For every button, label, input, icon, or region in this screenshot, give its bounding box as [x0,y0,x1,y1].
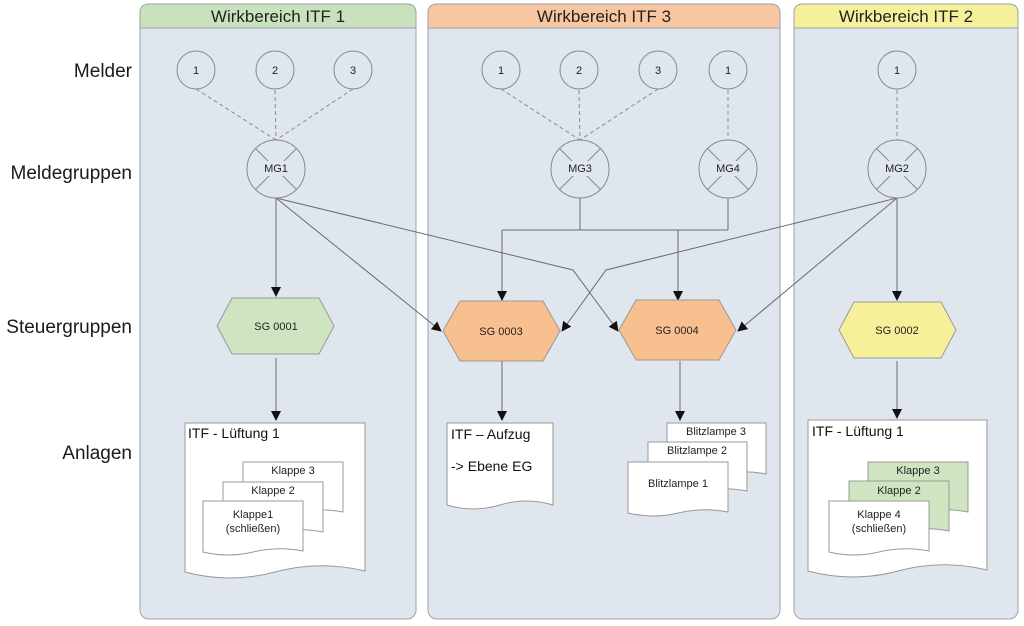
anlage-card-label: Blitzlampe 1 [648,478,708,490]
anlage-title: ITF - Lüftung 1 [812,423,904,439]
steuergruppe-label: SG 0001 [254,321,297,333]
steuergruppe-sg0002: SG 0002 [838,301,957,359]
anlage-card-sublabel: (schließen) [226,523,280,535]
anlage-itf3-blitz: Blitzlampe 3 Blitzlampe 2 Blitzlampe 1 [627,422,767,517]
anlage-card-label: Klappe 2 [251,485,294,497]
melder-label: 1 [193,65,199,77]
anlage-card-label: Klappe 3 [271,465,314,477]
steuergruppe-sg0004: SG 0004 [618,299,737,361]
melder-label: 3 [655,65,661,77]
melder-node: 1 [708,50,748,90]
meldegruppe-label: MG4 [716,163,740,175]
melder-label: 2 [272,65,278,77]
row-label-meldegruppen: Meldegruppen [11,163,132,184]
melder-node: 2 [559,50,599,90]
melder-node: 3 [333,50,373,90]
melder-label: 1 [894,65,900,77]
meldegruppe-mg3: MG3 [550,139,610,199]
melder-node: 2 [255,50,295,90]
anlage-itf3-aufzug: ITF – Aufzug -> Ebene EG [446,422,554,510]
row-label-melder: Melder [74,61,133,82]
anlage-itf1: ITF - Lüftung 1 Klappe 3 Klappe 2 Klappe… [184,422,366,579]
steuergruppe-sg0003: SG 0003 [442,300,561,362]
melder-label: 3 [350,65,356,77]
row-label-steuergruppen: Steuergruppen [6,317,132,338]
meldegruppe-label: MG1 [264,163,288,175]
anlage-subtitle: -> Ebene EG [451,458,532,474]
panel-itf2-header [793,3,1019,29]
melder-label: 1 [498,65,504,77]
anlage-card-label: Klappe 4 [857,509,900,521]
anlage-card-label: Klappe 3 [896,465,939,477]
anlage-card-label: Klappe 2 [877,485,920,497]
melder-node: 1 [481,50,521,90]
anlage-card-label: Blitzlampe 3 [686,426,746,438]
anlage-card-label: Blitzlampe 2 [667,445,727,457]
melder-label: 1 [725,65,731,77]
steuergruppe-sg0001: SG 0001 [216,297,335,355]
anlage-card-label: Klappe1 [233,509,273,521]
panel-itf1-header [139,3,417,29]
steuergruppe-label: SG 0004 [655,325,698,337]
melder-node: 3 [638,50,678,90]
melder-itf1: 1 2 3 [176,50,373,90]
steuergruppe-label: SG 0003 [479,326,522,338]
connectors [271,197,902,421]
anlage-title: ITF – Aufzug [451,426,530,442]
meldegruppe-label: MG2 [885,163,909,175]
meldegruppe-mg1: MG1 [246,139,306,199]
anlage-card: Blitzlampe 1 [627,461,729,517]
melder-node: 1 [877,50,917,90]
anlage-itf2: ITF - Lüftung 1 Klappe 3 Klappe 2 Klappe… [807,419,988,578]
panel-itf3-title: Wirkbereich ITF 3 [537,7,671,26]
melder-label: 2 [576,65,582,77]
melder-node: 1 [176,50,216,90]
meldegruppe-label: MG3 [568,163,592,175]
anlage-title: ITF - Lüftung 1 [188,425,280,441]
meldegruppe-mg2: MG2 [867,139,927,199]
melder-connectors [195,88,898,141]
panel-itf2-title: Wirkbereich ITF 2 [839,7,973,26]
panel-itf3-header [427,3,781,29]
steuergruppe-label: SG 0002 [875,325,918,337]
melder-itf3: 1 2 3 1 [481,50,748,90]
melder-itf2: 1 [877,50,917,90]
meldegruppe-mg4: MG4 [698,139,758,199]
row-label-anlagen: Anlagen [62,443,132,464]
document-shape [446,422,554,510]
panel-itf1-title: Wirkbereich ITF 1 [211,7,345,26]
anlage-card-sublabel: (schließen) [852,523,906,535]
anlage-card: Klappe 4 (schließen) [828,500,930,556]
anlage-card: Klappe1 (schließen) [202,500,304,556]
